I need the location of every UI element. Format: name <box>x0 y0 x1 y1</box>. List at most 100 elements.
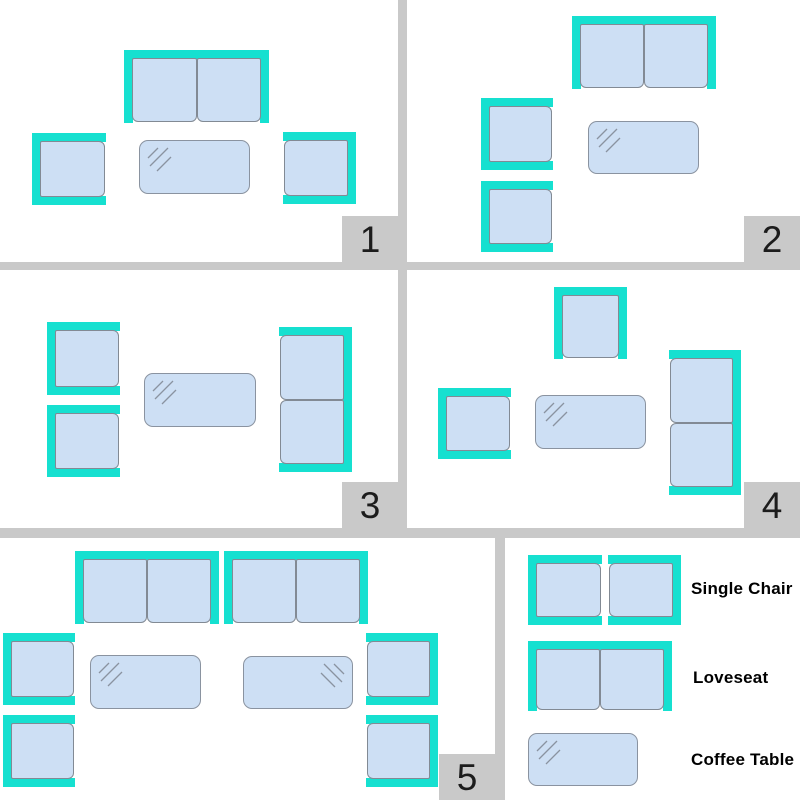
armrest-bar <box>608 555 681 564</box>
legend-label-single-chair: Single Chair <box>691 579 793 598</box>
legend-panel: Single Chair Loveseat Coffee Table <box>505 538 800 800</box>
seat-cushion <box>132 58 197 122</box>
single-chair <box>554 287 627 359</box>
single-chair <box>3 633 75 705</box>
loveseat <box>75 551 219 624</box>
loveseat <box>224 551 368 624</box>
seat-cushion <box>284 140 348 196</box>
loveseat <box>124 50 269 123</box>
armrest-bar <box>3 696 75 705</box>
coffee-table <box>139 140 250 194</box>
panel-number: 4 <box>761 484 783 526</box>
armrest-bar <box>359 551 368 624</box>
armrest-bar <box>481 98 490 170</box>
single-chair <box>528 555 602 625</box>
seat-cushion <box>536 649 600 710</box>
armrest-bar <box>343 327 352 472</box>
armrest-bar <box>75 551 84 624</box>
coffee-table <box>243 656 353 709</box>
armrest-bar <box>32 133 106 142</box>
armrest-bar <box>672 555 681 625</box>
coffee-table <box>90 655 201 709</box>
armrest-bar <box>554 287 563 359</box>
panel-number-badge: 3 <box>342 482 398 528</box>
seat-cushion <box>489 106 552 162</box>
glass-shine-icon <box>536 740 561 765</box>
armrest-bar <box>663 641 672 711</box>
armrest-bar <box>283 132 356 141</box>
seat-cushion <box>196 58 261 122</box>
layout-panel-4: 4 <box>407 270 800 528</box>
armrest-bar <box>279 327 352 336</box>
seat-cushion <box>670 422 733 487</box>
seat-cushion <box>609 563 673 617</box>
armrest-bar <box>438 388 447 459</box>
armrest-bar <box>210 551 219 624</box>
seat-cushion <box>367 723 430 779</box>
seat-cushion <box>446 396 510 451</box>
seat-cushion <box>55 413 119 469</box>
armrest-bar <box>481 181 553 190</box>
armrest-bar <box>260 50 269 123</box>
coffee-table <box>588 121 699 174</box>
armrest-bar <box>366 715 438 724</box>
armrest-bar <box>732 350 741 495</box>
glass-shine-icon <box>152 380 177 405</box>
glass-shine-icon <box>596 128 621 153</box>
armrest-bar <box>279 463 352 472</box>
coffee-table <box>144 373 256 427</box>
armrest-bar <box>47 468 120 477</box>
armrest-bar <box>47 322 120 331</box>
armrest-bar <box>366 778 438 787</box>
armrest-bar <box>481 161 553 170</box>
armrest-bar <box>32 133 41 205</box>
seat-cushion <box>40 141 105 197</box>
layout-panel-1: 1 <box>0 0 398 262</box>
legend-label-loveseat: Loveseat <box>693 668 769 687</box>
single-chair <box>47 322 120 395</box>
single-chair <box>438 388 511 459</box>
single-chair <box>481 181 553 252</box>
legend-label-coffee-table: Coffee Table <box>691 750 795 769</box>
loveseat <box>279 327 352 472</box>
seat-cushion <box>83 559 147 623</box>
armrest-bar <box>124 50 133 123</box>
seat-cushion <box>11 641 74 697</box>
panel-number: 5 <box>456 756 478 798</box>
armrest-bar <box>47 405 120 414</box>
armrest-bar <box>124 50 269 59</box>
armrest-bar <box>618 287 627 359</box>
armrest-bar <box>608 616 681 625</box>
panel-number-badge: 4 <box>744 482 800 528</box>
single-chair <box>47 405 120 477</box>
armrest-bar <box>528 555 537 625</box>
seat-cushion <box>55 330 119 387</box>
panel-number-badge: 2 <box>744 216 800 262</box>
seat-cushion <box>536 563 601 617</box>
panel-number: 1 <box>359 218 381 260</box>
armrest-bar <box>429 633 438 705</box>
panel-number-badge: 1 <box>342 216 398 262</box>
armrest-bar <box>3 633 75 642</box>
seat-cushion <box>644 24 708 88</box>
armrest-bar <box>32 196 106 205</box>
armrest-bar <box>366 696 438 705</box>
seat-cushion <box>600 649 664 710</box>
armrest-bar <box>528 555 602 564</box>
armrest-bar <box>707 16 716 89</box>
loveseat <box>669 350 741 495</box>
armrest-bar <box>572 16 716 25</box>
single-chair <box>608 555 681 625</box>
seat-cushion <box>489 189 552 244</box>
seat-cushion <box>562 295 619 358</box>
armrest-bar <box>3 633 12 705</box>
glass-shine-icon <box>98 662 123 687</box>
seat-cushion <box>280 399 344 464</box>
coffee-table <box>535 395 646 449</box>
seat-cushion <box>367 641 430 697</box>
armrest-bar <box>528 616 602 625</box>
armrest-bar <box>481 181 490 252</box>
seat-cushion <box>280 335 344 400</box>
panel-number: 2 <box>761 218 783 260</box>
